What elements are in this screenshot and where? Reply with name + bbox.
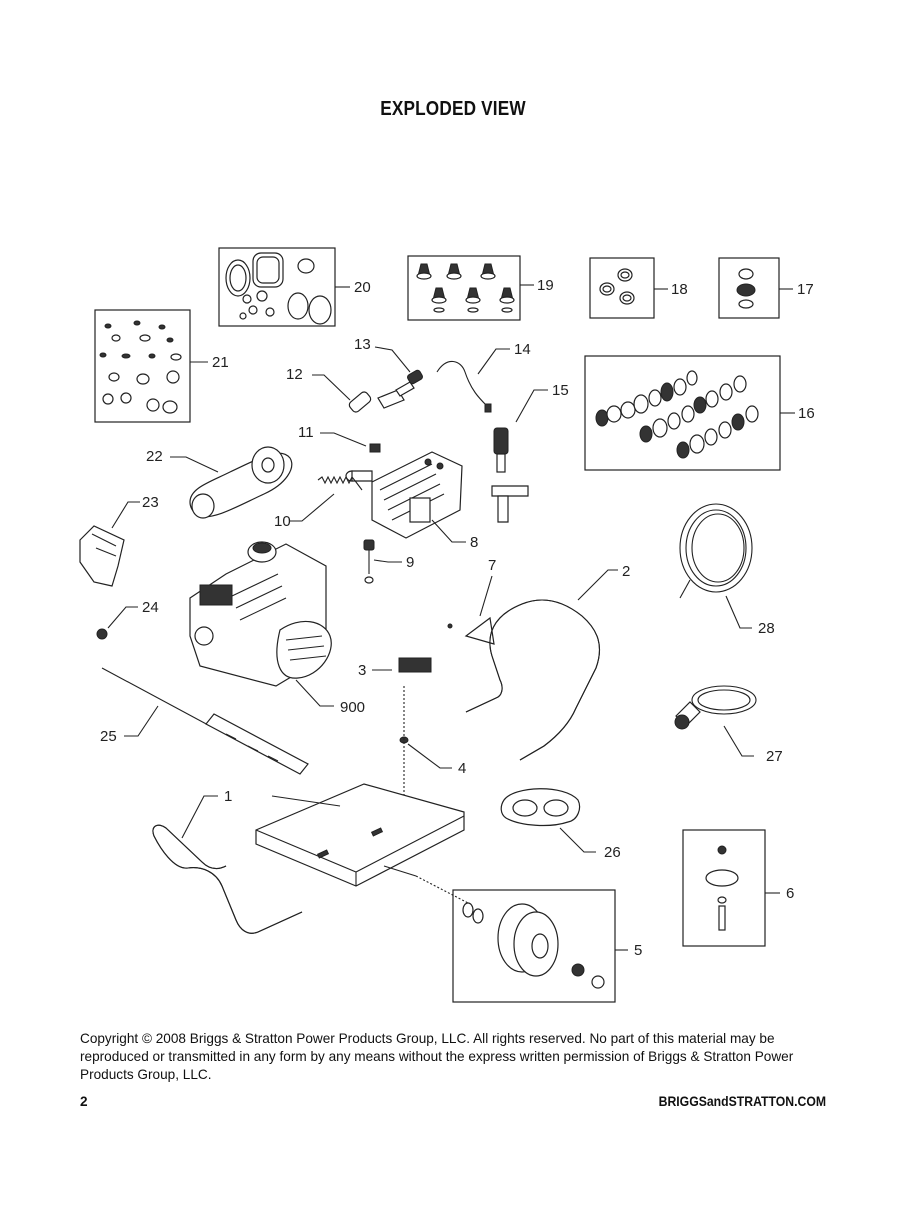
callout-18: 18	[671, 281, 688, 298]
bracket-part-7	[447, 616, 495, 645]
callout-14: 14	[514, 341, 531, 358]
callout-21: 21	[212, 354, 229, 371]
callout-27: 27	[766, 748, 783, 765]
copyright-notice: Copyright © 2008 Briggs & Stratton Power…	[80, 1031, 794, 1082]
safety-goggles-part-26	[500, 788, 581, 827]
callout-4: 4	[458, 760, 466, 777]
callout-10: 10	[274, 513, 291, 530]
hose-coil-part-28	[679, 503, 753, 599]
callout-1: 1	[224, 788, 232, 805]
callout-17: 17	[797, 281, 814, 298]
callout-9: 9	[406, 554, 414, 571]
guard-part-23	[79, 525, 125, 587]
garden-hose-part-27	[674, 685, 757, 730]
callout-19: 19	[537, 277, 554, 294]
leader-lines	[107, 284, 795, 951]
plug-part-11	[369, 443, 381, 453]
callout-15: 15	[552, 382, 569, 399]
unloader-valve-part	[491, 427, 529, 523]
callout-13: 13	[354, 336, 371, 353]
kit-box-5	[452, 889, 616, 1003]
callout-12: 12	[286, 366, 303, 383]
callout-23: 23	[142, 494, 159, 511]
callout-6: 6	[786, 885, 794, 902]
engine-part-900	[189, 541, 332, 687]
o-ring-kit-21-parts	[99, 320, 182, 414]
callout-24: 24	[142, 599, 159, 616]
inlet-fittings-parts	[348, 360, 492, 413]
callout-900: 900	[340, 699, 365, 716]
website-link[interactable]: BRIGGSandSTRATTON.COM	[658, 1094, 826, 1109]
base-plate	[255, 783, 471, 905]
kit-box-6	[682, 829, 766, 947]
callout-25: 25	[100, 728, 117, 745]
oil-cap-part-9	[363, 539, 375, 584]
callout-22: 22	[146, 448, 163, 465]
callout-11: 11	[298, 424, 314, 441]
packing-kit-16-parts	[595, 370, 759, 459]
callout-20: 20	[354, 279, 371, 296]
callout-16: 16	[798, 405, 815, 422]
spring-part-10	[317, 475, 363, 491]
screw-set-part-3	[398, 657, 432, 673]
wheel-part-5	[462, 902, 605, 989]
spray-lance-part-25	[101, 667, 309, 775]
callout-3: 3	[358, 662, 366, 679]
callout-7: 7	[488, 557, 496, 574]
seal-kit-18-parts	[599, 268, 635, 305]
page-title: EXPLODED VIEW	[380, 98, 526, 120]
kit-box-21	[94, 309, 191, 423]
callout-2: 2	[622, 563, 630, 580]
callout-5: 5	[634, 942, 642, 959]
kit-box-18	[589, 257, 655, 319]
nut-part-24	[96, 628, 108, 640]
seal-kit-17-parts	[736, 268, 756, 309]
o-ring-kit-parts	[225, 252, 332, 325]
page-number: 2	[80, 1094, 88, 1109]
belt-pulley-part-22	[189, 446, 293, 519]
bumper-part-6	[705, 845, 739, 931]
valve-kit-parts	[416, 263, 515, 313]
callout-28: 28	[758, 620, 775, 637]
callout-8: 8	[470, 534, 478, 551]
handle-part-2-inner	[465, 599, 600, 761]
frame-part-1-inner	[152, 824, 303, 934]
callout-26: 26	[604, 844, 621, 861]
pump-part-8	[345, 451, 463, 539]
kit-box-19	[407, 255, 521, 321]
kit-box-17	[718, 257, 780, 319]
